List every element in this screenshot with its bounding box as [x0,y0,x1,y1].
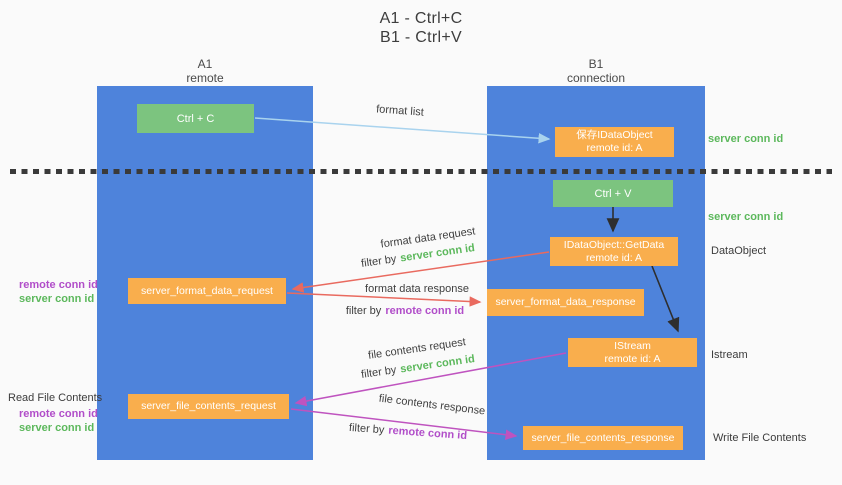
annotation-write-file-contents: Write File Contents [713,432,807,444]
annotation-remote-conn-id-2: remote conn id [19,408,98,420]
annotation-server-conn-id-top: server conn id [708,133,784,145]
node-server-file-contents-request-label: server_file_contents_request [141,400,276,412]
title-line-2: B1 - Ctrl+V [380,29,462,46]
annotation-server-conn-id-mid: server conn id [708,211,784,223]
annotation-istream: Istream [711,349,748,361]
lane-header-b1: B1 connection [487,57,705,85]
lane-a1-name: A1 [197,57,213,71]
lane-a1-sub: remote [186,71,224,85]
filter-prefix: filter by [348,421,385,437]
filter-prefix: filter by [360,364,398,381]
annotation-dataobject: DataObject [711,245,767,257]
annotation-server-conn-id-1: server conn id [19,293,95,305]
node-istream-line1: IStream [614,339,651,352]
node-server-file-contents-response: server_file_contents_response [523,426,683,450]
flow-label-format-data-response: format data response [365,283,469,295]
diagram-title: A1 - Ctrl+C B1 - Ctrl+V [0,9,842,47]
node-getdata-line1: IDataObject::GetData [563,238,665,251]
filter-prefix: filter by [345,305,382,317]
node-server-format-data-response: server_format_data_response [487,289,644,316]
node-server-format-data-request-label: server_format_data_request [141,284,273,297]
annotation-remote-conn-id-1: remote conn id [19,279,98,291]
node-istream: IStream remote id: A [568,338,697,367]
lane-b1-sub: connection [566,71,626,85]
node-save-dataobject-line2: remote id: A [586,142,643,154]
annotation-read-file-contents: Read File Contents [8,392,103,404]
node-save-dataobject-line1: 保存IDataObject [576,129,653,141]
node-ctrl-c: Ctrl + C [137,104,254,133]
node-save-dataobject: 保存IDataObject remote id: A [555,127,674,157]
node-server-format-data-request: server_format_data_request [128,278,286,304]
annotation-conn-ids-format: remote conn id server conn id [19,278,98,306]
flow-label-format-list: format list [375,103,425,119]
node-getdata-line2: remote id: A [585,251,643,264]
phase-divider-dotted-line [10,169,832,174]
node-getdata: IDataObject::GetData remote id: A [550,237,678,266]
node-istream-line2: remote id: A [604,352,661,365]
node-ctrl-c-label: Ctrl + C [176,112,215,125]
flow-label-file-contents-response: file contents response [378,392,486,418]
lane-b1-name: B1 [588,57,604,71]
filter-key-remote-conn-id: remote conn id [385,305,465,317]
node-server-file-contents-response-label: server_file_contents_response [531,431,675,444]
filter-key-remote-conn-id: remote conn id [387,424,468,443]
filter-prefix: filter by [360,253,398,270]
node-server-file-contents-request: server_file_contents_request [128,394,289,419]
lane-header-a1: A1 remote [97,57,313,85]
node-server-format-data-response-label: server_format_data_response [495,296,636,308]
title-line-1: A1 - Ctrl+C [379,10,463,27]
annotation-conn-ids-file: remote conn id server conn id [19,407,98,435]
node-ctrl-v-label: Ctrl + V [594,187,632,200]
node-ctrl-v: Ctrl + V [553,180,673,207]
filter-key-server-conn-id: server conn id [399,353,476,376]
annotation-server-conn-id-2: server conn id [19,422,95,434]
